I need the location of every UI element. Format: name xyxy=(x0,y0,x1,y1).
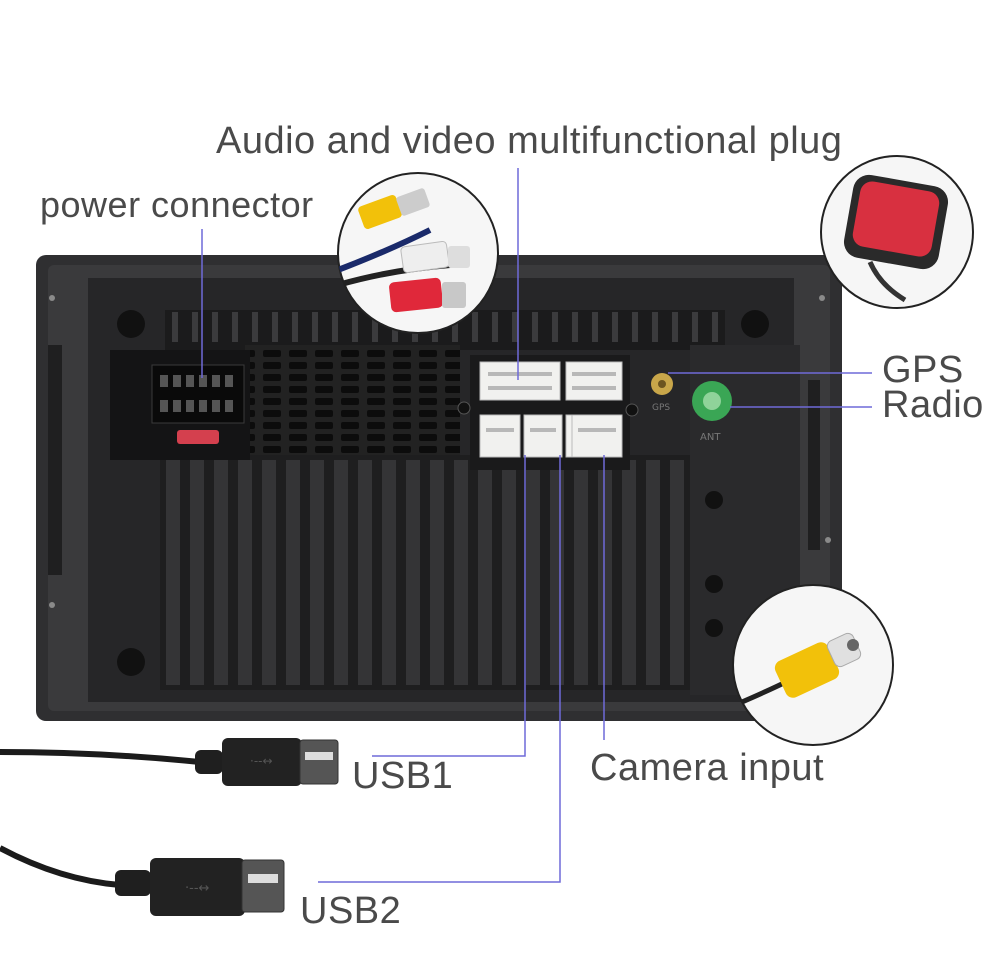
gps-antenna-inset xyxy=(821,156,973,308)
svg-text:GPS: GPS xyxy=(652,403,670,413)
power-connector xyxy=(110,350,250,460)
vent-grille xyxy=(245,345,460,460)
av-plug-label: Audio and video multifunctional plug xyxy=(216,122,842,160)
svg-text:·--↔: ·--↔ xyxy=(185,881,210,896)
svg-text:·--↔: ·--↔ xyxy=(250,754,273,768)
usb2-cable: ·--↔ xyxy=(0,848,284,916)
svg-text:ANT: ANT xyxy=(700,432,721,443)
camera-rca-inset xyxy=(733,585,893,745)
usb1-cable: ·--↔ xyxy=(0,738,338,786)
rca-av-inset xyxy=(338,173,498,333)
camera-input-label: Camera input xyxy=(590,749,824,787)
radio-label: Radio xyxy=(882,386,984,424)
usb2-label: USB2 xyxy=(300,892,401,930)
av-multifunction-plugs xyxy=(458,355,638,470)
power-connector-label: power connector xyxy=(40,187,314,223)
usb1-label: USB1 xyxy=(352,757,453,795)
